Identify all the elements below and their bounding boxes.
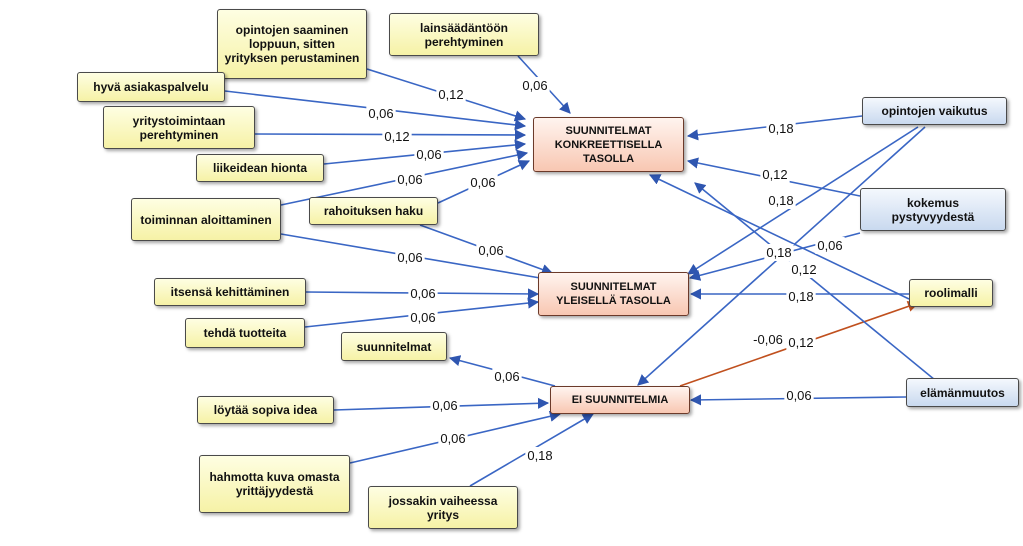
node-tehda-tuotteita[interactable]: tehdä tuotteita — [185, 318, 305, 348]
edge-label-background — [438, 430, 468, 447]
edge-label: 0,06 — [522, 78, 547, 93]
edge-label-background — [408, 309, 438, 326]
node-opintojen-saaminen[interactable]: opintojen saaminen loppuun, sitten yrity… — [217, 9, 367, 79]
edge-label: 0,18 — [768, 121, 793, 136]
node-opintojen-vaikutus[interactable]: opintojen vaikutus — [862, 97, 1007, 125]
edge-label-background — [476, 242, 506, 259]
edge-label: 0,12 — [438, 87, 463, 102]
edge-label-background — [395, 171, 425, 188]
node-label: elämänmuutos — [920, 385, 1005, 400]
edge-label-background — [492, 368, 522, 385]
node-label: kokemus pystyvyydestä — [891, 195, 975, 224]
node-suunnitelmat-yleisella[interactable]: SUUNNITELMAT YLEISELLÄ TASOLLA — [538, 272, 689, 316]
node-yritystoimintaan[interactable]: yritystoimintaan perehtyminen — [103, 106, 255, 149]
node-label: EI SUUNNITELMIA — [571, 394, 669, 406]
edge-label: 0,06 — [410, 310, 435, 325]
edge-label: 0,06 — [440, 431, 465, 446]
node-label: opintojen saaminen loppuun, sitten yrity… — [224, 23, 360, 65]
node-label: tehdä tuotteita — [203, 326, 287, 340]
node-suunnitelmat[interactable]: suunnitelmat — [341, 332, 447, 361]
edge-label-background — [430, 397, 460, 414]
node-jossakin-vaiheessa[interactable]: jossakin vaiheessa yritys — [368, 486, 518, 529]
edge-label: 0,18 — [788, 289, 813, 304]
edge-label-background — [468, 174, 498, 191]
node-loytaa-sopiva-idea[interactable]: löytää sopiva idea — [197, 396, 334, 424]
node-label: suunnitelmat — [356, 339, 432, 354]
node-label: rahoituksen haku — [323, 204, 424, 218]
edge-opintojen_vaikutus-to-suunnitelmat_yleisella — [687, 126, 919, 275]
edge-label-background — [751, 331, 785, 348]
node-label: toiminnan aloittaminen — [140, 212, 272, 227]
edge-label: 0,06 — [397, 172, 422, 187]
node-label: lainsäädäntöön perehtyminen — [419, 20, 508, 49]
edge-label: 0,18 — [527, 448, 552, 463]
edge-label-background — [784, 387, 814, 404]
node-elamanmuutos[interactable]: elämänmuutos — [906, 378, 1019, 407]
edge-label-background — [520, 77, 550, 94]
node-lainsaadanto[interactable]: lainsäädäntöön perehtyminen — [389, 13, 539, 56]
node-label: SUUNNITELMAT YLEISELLÄ TASOLLA — [556, 281, 671, 307]
node-label: roolimalli — [924, 286, 978, 300]
node-suunnitelmat-konkreettisella[interactable]: SUUNNITELMAT KONKREETTISELLA TASOLLA — [533, 117, 684, 172]
edge-label: 0,12 — [791, 262, 816, 277]
edge-label: 0,06 — [397, 250, 422, 265]
node-label: opintojen vaikutus — [881, 104, 988, 118]
node-toiminnan-aloittaminen[interactable]: toiminnan aloittaminen — [131, 198, 281, 241]
node-rahoituksen-haku[interactable]: rahoituksen haku — [309, 197, 438, 225]
edge-label: 0,06 — [494, 369, 519, 384]
edge-label-background — [789, 261, 819, 278]
edge-label-background — [760, 166, 790, 183]
edge-label: 0,06 — [368, 106, 393, 121]
edge-label: 0,06 — [432, 398, 457, 413]
node-hahmotta-kuva[interactable]: hahmotta kuva omasta yrittäjyydestä — [199, 455, 350, 513]
edge-label-background — [766, 192, 796, 209]
node-ei-suunnitelmia[interactable]: EI SUUNNITELMIA — [550, 386, 690, 414]
edge-label: 0,06 — [817, 238, 842, 253]
edge-label-background — [408, 285, 438, 302]
node-label: hahmotta kuva omasta yrittäjyydestä — [209, 470, 340, 498]
node-itsensa-kehittaminen[interactable]: itsensä kehittäminen — [154, 278, 306, 306]
edge-label: 0,12 — [788, 335, 813, 350]
edge-label: 0,06 — [478, 243, 503, 258]
node-liikeidean-hionta[interactable]: liikeidean hionta — [196, 154, 324, 182]
node-label: SUUNNITELMAT KONKREETTISELLA TASOLLA — [554, 124, 663, 165]
edge-roolimalli-to-suunnitelmat_konkreettisella — [648, 174, 910, 300]
edge-label-background — [525, 447, 555, 464]
edge-label-background — [382, 128, 412, 145]
edge-label-background — [766, 120, 796, 137]
node-label: jossakin vaiheessa yritys — [388, 493, 498, 522]
node-hyva-asiakaspalvelu[interactable]: hyvä asiakaspalvelu — [77, 72, 225, 102]
node-label: löytää sopiva idea — [213, 403, 318, 417]
edge-label-background — [395, 249, 425, 266]
node-label: yritystoimintaan perehtyminen — [132, 113, 226, 142]
edge-label: 0,12 — [384, 129, 409, 144]
edge-label-background — [786, 334, 816, 351]
edge-label-background — [366, 105, 396, 122]
edge-elamanmuutos-to-suunnitelmat_konkreettisella — [694, 182, 936, 381]
edge-label: 0,06 — [410, 286, 435, 301]
edge-label: 0,12 — [762, 167, 787, 182]
edge-label-background — [764, 244, 794, 261]
edge-label: -0,06 — [753, 332, 783, 347]
node-label: itsensä kehittäminen — [170, 285, 290, 299]
edge-label: 0,06 — [416, 147, 441, 162]
edge-label: 0,18 — [766, 245, 791, 260]
edge-label: 0,18 — [768, 193, 793, 208]
edge-label-background — [786, 288, 816, 305]
edge-label-background — [815, 237, 845, 254]
node-kokemus-pystyvyydesta[interactable]: kokemus pystyvyydestä — [860, 188, 1006, 231]
edge-label: 0,06 — [786, 388, 811, 403]
edge-label-background — [436, 86, 466, 103]
edge-label-background — [414, 146, 444, 163]
edge-label: 0,06 — [470, 175, 495, 190]
node-label: hyvä asiakaspalvelu — [93, 80, 209, 94]
node-label: liikeidean hionta — [212, 161, 308, 175]
node-roolimalli[interactable]: roolimalli — [909, 279, 993, 307]
